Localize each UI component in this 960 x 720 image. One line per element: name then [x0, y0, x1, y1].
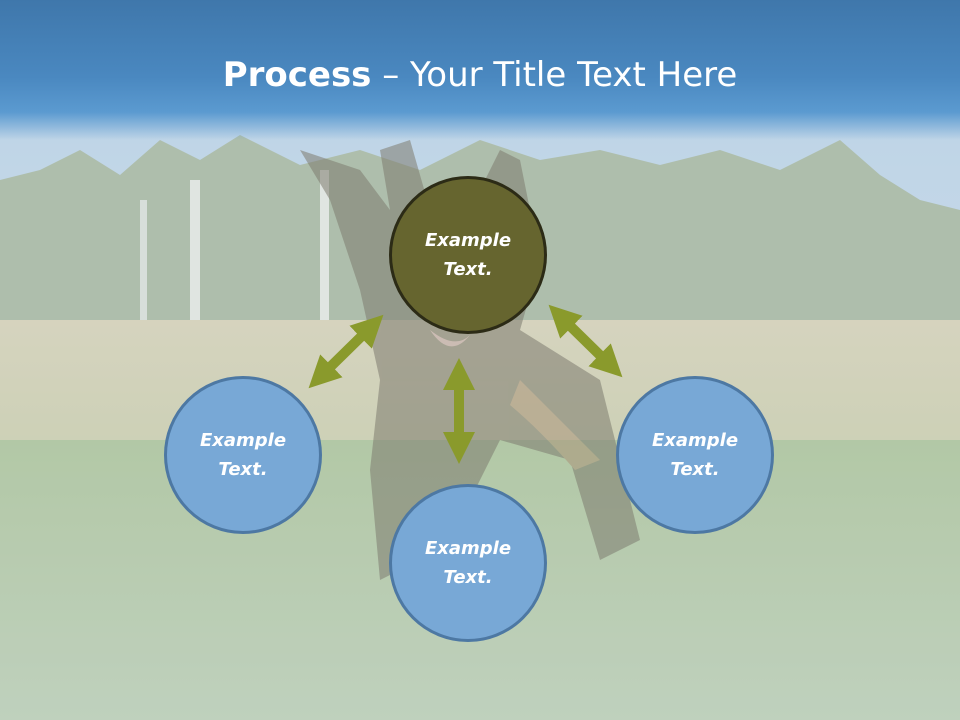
arrow-center-left — [308, 314, 384, 389]
title-rest: – Your Title Text Here — [371, 55, 738, 95]
bottom-node-line1: Example — [424, 538, 512, 559]
center-node-line1: Example — [424, 230, 512, 251]
right-node-line2: Text. — [670, 459, 720, 480]
right-node[interactable]: Example Text. — [616, 376, 774, 534]
arrow-center-right — [548, 304, 623, 378]
left-node-line1: Example — [199, 430, 287, 451]
title-bold: Process — [222, 55, 372, 95]
title-band — [0, 0, 960, 140]
slide-title[interactable]: Process – Your Title Text Here — [0, 52, 960, 98]
right-node-line1: Example — [651, 430, 739, 451]
bottom-node-line2: Text. — [443, 567, 493, 588]
left-node[interactable]: Example Text. — [164, 376, 322, 534]
bottom-node[interactable]: Example Text. — [389, 484, 547, 642]
left-node-line2: Text. — [218, 459, 268, 480]
center-node-line2: Text. — [443, 259, 493, 280]
center-node[interactable]: Example Text. — [389, 176, 547, 334]
